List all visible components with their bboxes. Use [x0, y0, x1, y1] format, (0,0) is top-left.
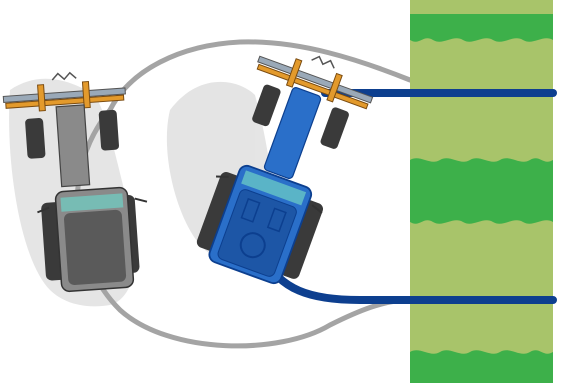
- front-tire-right: [320, 107, 349, 149]
- hood: [55, 104, 91, 188]
- tractor-blue: [196, 55, 374, 285]
- field-edge: [553, 0, 561, 383]
- front-tire-left: [252, 84, 281, 127]
- field-strip: [410, 0, 561, 383]
- crop-row-3: [410, 158, 553, 224]
- front-tire-right: [98, 109, 119, 151]
- crop-row-4: [410, 350, 553, 383]
- front-tire-left: [25, 118, 46, 159]
- implement-blue: [256, 55, 374, 110]
- crop-row-1: [410, 14, 553, 42]
- implement-grey: [2, 71, 126, 112]
- tractor-grey: [2, 71, 148, 293]
- hood: [263, 87, 322, 179]
